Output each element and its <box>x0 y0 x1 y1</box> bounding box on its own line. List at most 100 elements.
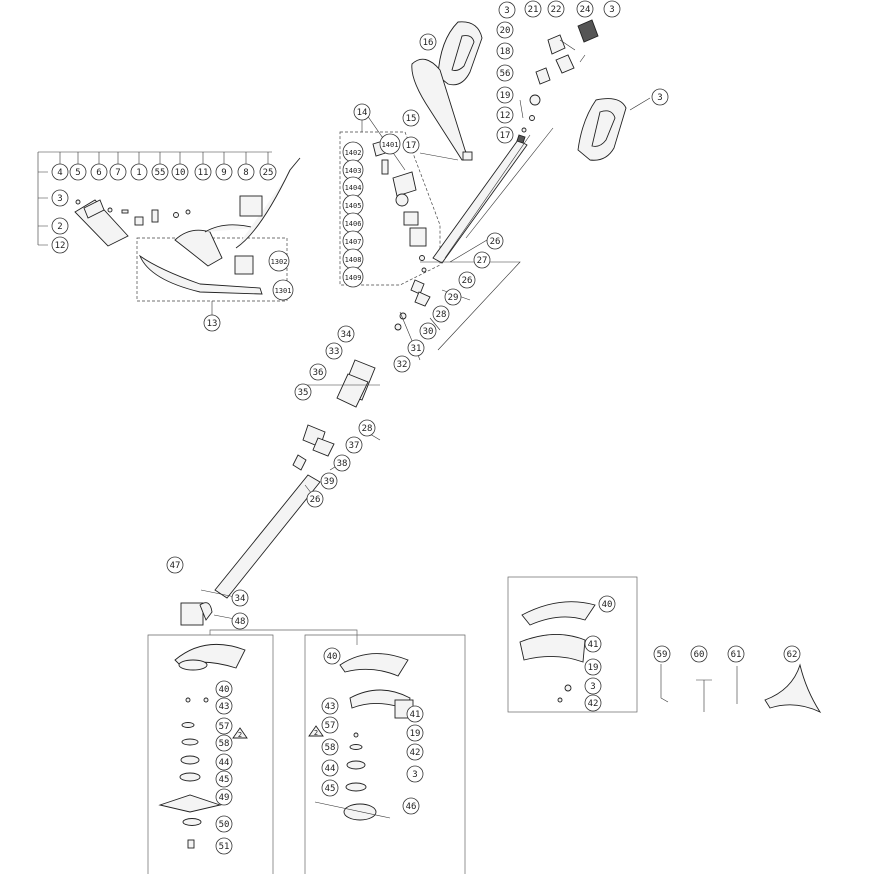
callout-c3d: 3 <box>651 88 669 106</box>
callout-c39: 39 <box>320 472 338 490</box>
callout-label: 41 <box>410 710 421 720</box>
callout-c1405: 1405 <box>342 194 364 216</box>
callout-label: 6 <box>96 168 101 178</box>
callout-label: 7 <box>115 168 120 178</box>
callout-label: 1409 <box>345 274 362 282</box>
callout-label: 42 <box>588 699 599 709</box>
callout-label: 11 <box>198 168 209 178</box>
gear-head <box>180 602 213 626</box>
callout-label: 12 <box>500 111 511 121</box>
callout-c27: 27 <box>473 251 491 269</box>
callout-label: 30 <box>423 327 434 337</box>
callout-label: 1407 <box>345 238 362 246</box>
callout-label: 14 <box>357 108 368 118</box>
callout-c19b: 19 <box>406 724 424 742</box>
callout-label: 1401 <box>382 141 399 149</box>
callout-label: 20 <box>500 26 511 36</box>
left-head-parts <box>158 643 246 849</box>
callout-label: 18 <box>500 47 511 57</box>
callout-c62: 62 <box>783 645 801 663</box>
callout-c1406: 1406 <box>342 212 364 234</box>
lower-shaft <box>214 454 321 599</box>
callout-c40b: 40 <box>323 647 341 665</box>
callout-c42b: 42 <box>584 694 602 712</box>
callout-c1404: 1404 <box>342 176 364 198</box>
callout-c44b: 44 <box>321 759 339 777</box>
callout-c16: 16 <box>419 33 437 51</box>
callout-label: 29 <box>448 293 459 303</box>
callout-c17a: 17 <box>402 136 420 154</box>
callout-label: 34 <box>341 330 352 340</box>
callout-label: 17 <box>500 131 511 141</box>
callout-label: 31 <box>411 344 422 354</box>
callout-label: 49 <box>219 793 230 803</box>
callout-c29: 29 <box>444 288 462 306</box>
shaft-small-parts <box>394 127 527 331</box>
callout-c41b: 41 <box>584 635 602 653</box>
callout-c26c: 26 <box>306 490 324 508</box>
callout-c37: 37 <box>345 436 363 454</box>
callout-c14: 14 <box>353 103 371 121</box>
callout-label: 1402 <box>345 149 362 157</box>
callout-label: 62 <box>787 650 798 660</box>
callout-c7: 7 <box>109 163 127 181</box>
callout-label: 3 <box>609 5 614 15</box>
callout-c10: 10 <box>171 163 189 181</box>
callout-c6: 6 <box>90 163 108 181</box>
callout-label: 4 <box>57 168 62 178</box>
callout-label: 22 <box>551 5 562 15</box>
callout-label: 26 <box>310 495 321 505</box>
callout-c31: 31 <box>407 339 425 357</box>
callout-c1: 1 <box>130 163 148 181</box>
callout-label: 1301 <box>275 287 292 295</box>
callout-c5: 5 <box>69 163 87 181</box>
callout-c2: 2 <box>51 217 69 235</box>
callout-c1407: 1407 <box>342 230 364 252</box>
callout-label: 3 <box>504 6 509 16</box>
callout-label: 28 <box>362 424 373 434</box>
callout-c30: 30 <box>419 322 437 340</box>
callout-label: 47 <box>170 561 181 571</box>
callout-label: 21 <box>528 5 539 15</box>
callout-c19a: 19 <box>496 86 514 104</box>
callout-c36: 36 <box>309 363 327 381</box>
callout-label: 36 <box>313 368 324 378</box>
callout-label: 1406 <box>345 220 362 228</box>
right-head-parts <box>314 653 414 821</box>
callout-c40a: 40 <box>215 680 233 698</box>
callout-label: 44 <box>219 758 230 768</box>
callout-label: 45 <box>219 775 230 785</box>
callout-c3b: 3 <box>498 1 516 19</box>
callout-c1402: 1402 <box>342 141 364 163</box>
callout-label: 3 <box>590 682 595 692</box>
callout-label: 1302 <box>271 258 288 266</box>
callout-c32: 32 <box>393 355 411 373</box>
callout-label: 8 <box>243 168 248 178</box>
callout-label: 57 <box>325 721 336 731</box>
callout-c22: 22 <box>547 0 565 18</box>
callout-c58b: 58 <box>321 738 339 756</box>
callout-c34b: 34 <box>231 589 249 607</box>
callout-label: 41 <box>588 640 599 650</box>
callout-label: 40 <box>219 685 230 695</box>
callout-label: 9 <box>221 168 226 178</box>
callout-label: 3 <box>657 93 662 103</box>
callout-c17b: 17 <box>496 126 514 144</box>
callout-label: 60 <box>694 650 705 660</box>
callout-label: 58 <box>325 743 336 753</box>
callout-c11: 11 <box>194 163 212 181</box>
callout-label: 61 <box>731 650 742 660</box>
callout-label: 1403 <box>345 167 362 175</box>
tri-marker-right <box>308 725 324 737</box>
callout-c51: 51 <box>215 837 233 855</box>
callout-label: 3 <box>412 770 417 780</box>
side-handle-parts <box>74 157 301 295</box>
shoulder-strap <box>411 58 473 161</box>
callout-label: 15 <box>406 114 417 124</box>
coupler-housing <box>302 359 376 457</box>
callout-c42a: 42 <box>406 743 424 761</box>
callout-label: 17 <box>406 141 417 151</box>
trigger-handle-right <box>577 98 627 161</box>
callout-c46: 46 <box>402 797 420 815</box>
callout-label: 1404 <box>345 184 362 192</box>
